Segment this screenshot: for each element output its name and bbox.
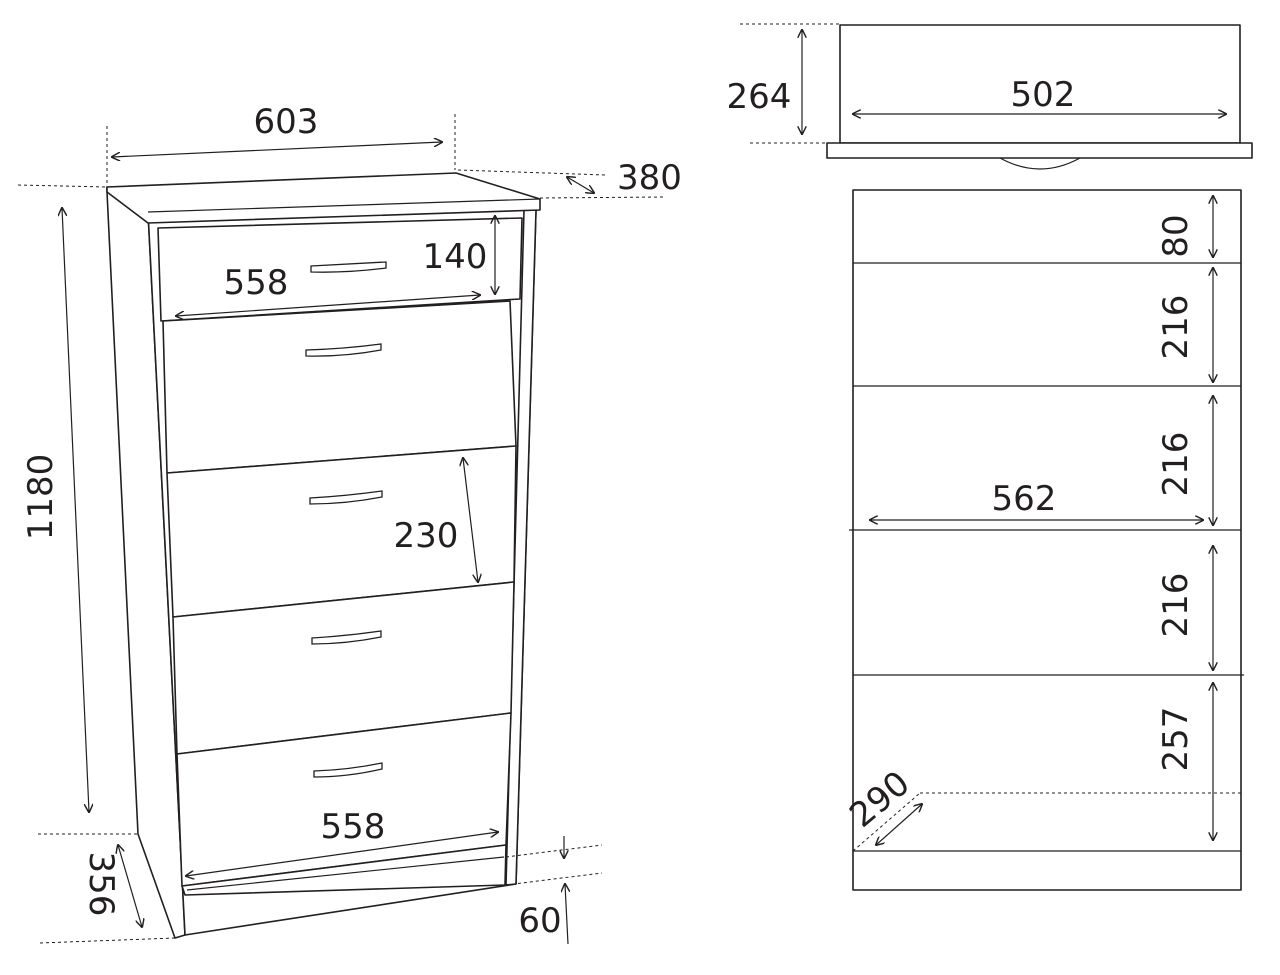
bottom-drawer-width-label: 558 (321, 807, 386, 847)
drawer-2 (162, 300, 517, 474)
dim-top-drawer-width-arrow (176, 295, 480, 316)
top-drawer-view: 264 502 (727, 23, 1253, 170)
compartment-2-label: 216 (1156, 295, 1196, 360)
dim-tilt-drawer-height-arrow (463, 458, 478, 582)
plinth-height-label: 60 (518, 901, 561, 941)
dim-plinth-arrow-bottom (565, 884, 568, 945)
drawer-top-handle (310, 261, 387, 273)
drawer-front-panel (826, 142, 1253, 159)
dim-depth-arrow (567, 177, 594, 193)
drawer-4-handle (311, 630, 382, 645)
compartment-5-label: 257 (1156, 707, 1196, 772)
dim-side-depth-arrow (118, 845, 142, 927)
top-view-height-label: 264 (727, 77, 792, 117)
ext-line-side-front (39, 937, 176, 944)
ext-line-plinth-top (505, 844, 603, 858)
tilt-drawer-height-label: 230 (394, 516, 459, 556)
top-drawer-width-label: 558 (224, 263, 289, 303)
dim-shelf-depth-arrow (876, 804, 922, 845)
height-label: 1180 (21, 454, 61, 541)
dim-bottom-drawer-width-arrow (186, 832, 498, 876)
width-label: 603 (254, 102, 319, 142)
section-view: 80 216 216 216 257 562 290 (842, 189, 1244, 891)
drawer-5-handle (313, 762, 383, 778)
top-view-width-label: 502 (1011, 75, 1076, 115)
compartment-4-label: 216 (1156, 573, 1196, 638)
compartment-1-label: 80 (1156, 214, 1196, 257)
cabinet-perspective-view: 603 380 1180 140 558 230 558 356 60 (17, 102, 682, 945)
depth-label: 380 (617, 158, 682, 198)
section-width-label: 562 (992, 479, 1057, 519)
top-drawer-height-label: 140 (423, 237, 488, 277)
dim-width-arrow (112, 142, 442, 157)
compartment-3-label: 216 (1156, 432, 1196, 497)
ext-line-top-left (17, 184, 108, 188)
drawer-3-handle (309, 490, 383, 505)
cabinet-top-edge (147, 198, 541, 213)
ext-line-depth-front (539, 196, 666, 199)
ext-line-plinth-bottom (505, 872, 603, 886)
drawer-2-handle (305, 343, 382, 357)
drawer-handle-arc (999, 157, 1081, 170)
section-frame (852, 189, 1242, 891)
drawer-box (839, 24, 1241, 144)
ext-line-depth-back (457, 169, 606, 176)
side-depth-label: 356 (81, 852, 121, 917)
cabinet-top (106, 172, 541, 224)
dim-height-arrow (62, 208, 89, 812)
